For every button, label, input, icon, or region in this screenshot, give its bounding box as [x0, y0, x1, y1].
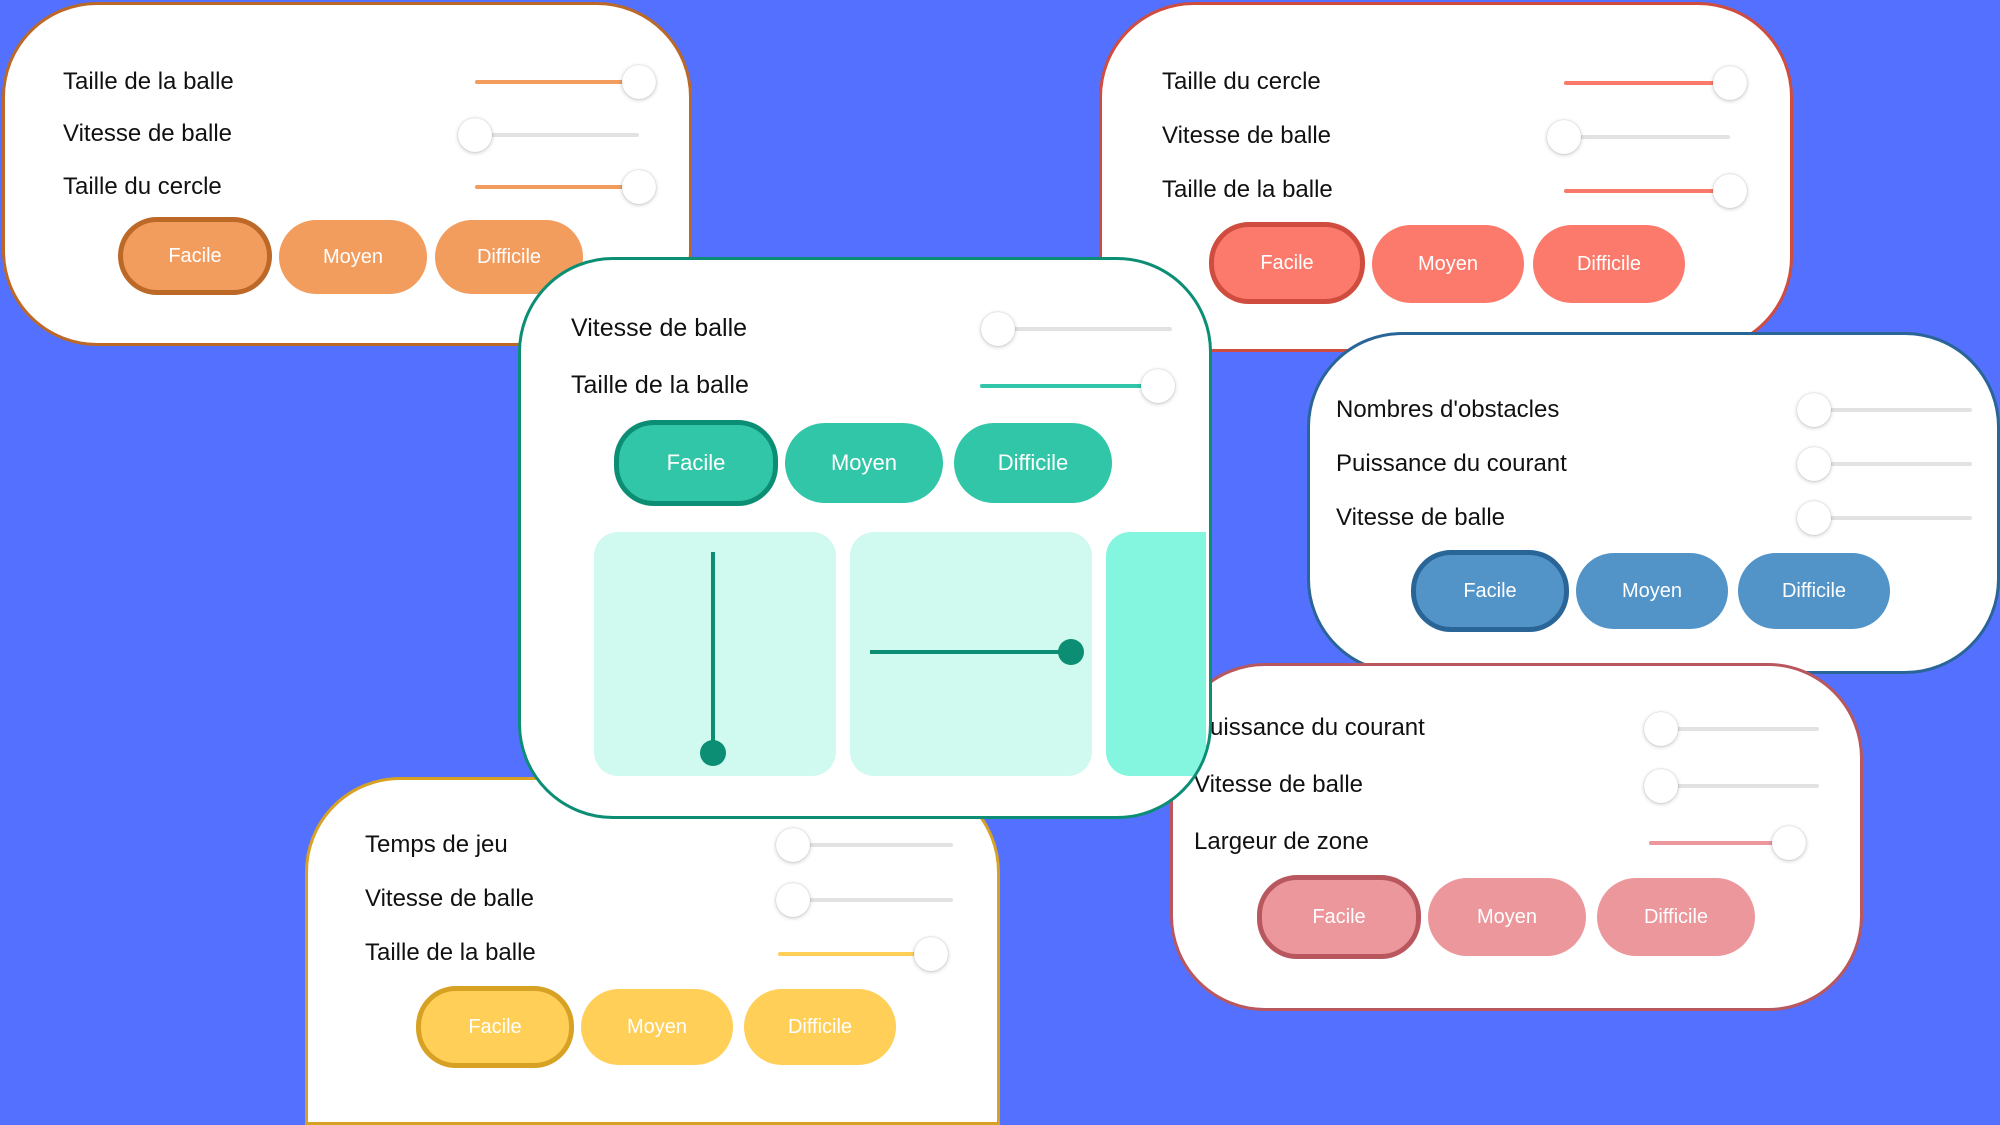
difficulty-button-difficile[interactable]: Difficile: [1533, 225, 1685, 303]
slider-track[interactable]: [1644, 712, 1819, 746]
slider-track[interactable]: [981, 312, 1172, 346]
slider-track[interactable]: [1649, 826, 1806, 860]
slider-thumb[interactable]: [622, 65, 656, 99]
slider-label: Vitesse de balle: [1336, 504, 1506, 531]
difficulty-button-facile[interactable]: Facile: [1257, 875, 1421, 959]
difficulty-button-facile[interactable]: Facile: [1411, 550, 1569, 632]
difficulty-button-moyen[interactable]: Moyen: [1372, 225, 1524, 303]
slider-fill: [778, 952, 931, 956]
settings-card-pink: Puissance du courant Vitesse de balle La…: [1170, 663, 1863, 1011]
slider-thumb[interactable]: [1797, 447, 1831, 481]
slider-track[interactable]: [1644, 769, 1819, 803]
slider-fill: [475, 80, 639, 84]
slider-thumb[interactable]: [1772, 826, 1806, 860]
horizontal-slider-track: [870, 650, 1070, 654]
difficulty-button-difficile[interactable]: Difficile: [1738, 553, 1890, 629]
vertical-slider-tile[interactable]: [594, 532, 836, 776]
vertical-slider-thumb[interactable]: [700, 740, 726, 766]
difficulty-button-facile[interactable]: Facile: [118, 217, 272, 295]
slider-label: Nombres d'obstacles: [1336, 396, 1560, 423]
slider-thumb[interactable]: [914, 937, 948, 971]
slider-thumb[interactable]: [1713, 174, 1747, 208]
slider-thumb[interactable]: [981, 312, 1015, 346]
difficulty-button-moyen[interactable]: Moyen: [1428, 878, 1586, 956]
slider-fill: [1564, 81, 1730, 85]
slider-label: Vitesse de balle: [1194, 771, 1364, 798]
settings-card-yellow: Temps de jeu Vitesse de balle Taille de …: [305, 777, 1000, 1125]
difficulty-button-facile[interactable]: Facile: [1209, 222, 1365, 304]
slider-thumb[interactable]: [1797, 501, 1831, 535]
slider-label: Largeur de zone: [1194, 828, 1369, 855]
slider-thumb[interactable]: [1797, 393, 1831, 427]
slider-label: Temps de jeu: [365, 831, 508, 858]
slider-track[interactable]: [1564, 66, 1747, 100]
slider-label: Puissance du courant: [1336, 450, 1567, 477]
slider-track[interactable]: [1797, 393, 1972, 427]
slider-track[interactable]: [475, 65, 656, 99]
slider-fill: [475, 185, 639, 189]
slider-track[interactable]: [776, 828, 953, 862]
slider-label: Taille du cercle: [1162, 68, 1321, 95]
slider-label: Taille du cercle: [63, 173, 222, 200]
difficulty-button-difficile[interactable]: Difficile: [744, 989, 896, 1065]
extra-control-tile[interactable]: [1106, 532, 1206, 776]
slider-track[interactable]: [1547, 120, 1730, 154]
difficulty-button-facile[interactable]: Facile: [416, 986, 574, 1068]
difficulty-button-moyen[interactable]: Moyen: [1576, 553, 1728, 629]
slider-label: Taille de la balle: [63, 68, 234, 95]
slider-track[interactable]: [475, 170, 656, 204]
horizontal-slider-thumb[interactable]: [1058, 639, 1084, 665]
difficulty-button-difficile[interactable]: Difficile: [1597, 878, 1755, 956]
slider-fill: [1564, 189, 1730, 193]
slider-label: Puissance du courant: [1194, 714, 1425, 741]
settings-card-teal: Vitesse de balle Taille de la balle Faci…: [518, 257, 1212, 819]
difficulty-button-facile[interactable]: Facile: [614, 420, 778, 506]
slider-thumb[interactable]: [1141, 369, 1175, 403]
slider-thumb[interactable]: [1644, 769, 1678, 803]
settings-card-orange: Taille de la balle Vitesse de balle Tail…: [2, 2, 692, 346]
difficulty-button-difficile[interactable]: Difficile: [954, 423, 1112, 503]
settings-card-red: Taille du cercle Vitesse de balle Taille…: [1099, 2, 1793, 352]
difficulty-button-moyen[interactable]: Moyen: [581, 989, 733, 1065]
slider-thumb[interactable]: [1644, 712, 1678, 746]
slider-label: Taille de la balle: [571, 371, 749, 399]
slider-track[interactable]: [1797, 447, 1972, 481]
slider-track[interactable]: [776, 883, 953, 917]
slider-thumb[interactable]: [622, 170, 656, 204]
slider-fill: [1649, 841, 1789, 845]
difficulty-button-moyen[interactable]: Moyen: [279, 220, 427, 294]
slider-track[interactable]: [1564, 174, 1747, 208]
slider-track[interactable]: [778, 937, 948, 971]
slider-thumb[interactable]: [1547, 120, 1581, 154]
slider-label: Vitesse de balle: [63, 120, 233, 147]
slider-track[interactable]: [980, 369, 1175, 403]
slider-track[interactable]: [1797, 501, 1972, 535]
slider-label: Vitesse de balle: [1162, 122, 1332, 149]
vertical-slider-track: [711, 552, 715, 752]
slider-label: Taille de la balle: [365, 939, 536, 966]
slider-label: Vitesse de balle: [365, 885, 535, 912]
settings-card-blue: Nombres d'obstacles Puissance du courant…: [1307, 332, 2000, 674]
slider-thumb[interactable]: [1713, 66, 1747, 100]
difficulty-button-moyen[interactable]: Moyen: [785, 423, 943, 503]
slider-fill: [980, 384, 1158, 388]
slider-label: Vitesse de balle: [571, 314, 748, 342]
slider-label: Taille de la balle: [1162, 176, 1333, 203]
slider-thumb[interactable]: [776, 828, 810, 862]
horizontal-slider-tile[interactable]: [850, 532, 1092, 776]
slider-track[interactable]: [458, 118, 639, 152]
slider-thumb[interactable]: [458, 118, 492, 152]
slider-thumb[interactable]: [776, 883, 810, 917]
